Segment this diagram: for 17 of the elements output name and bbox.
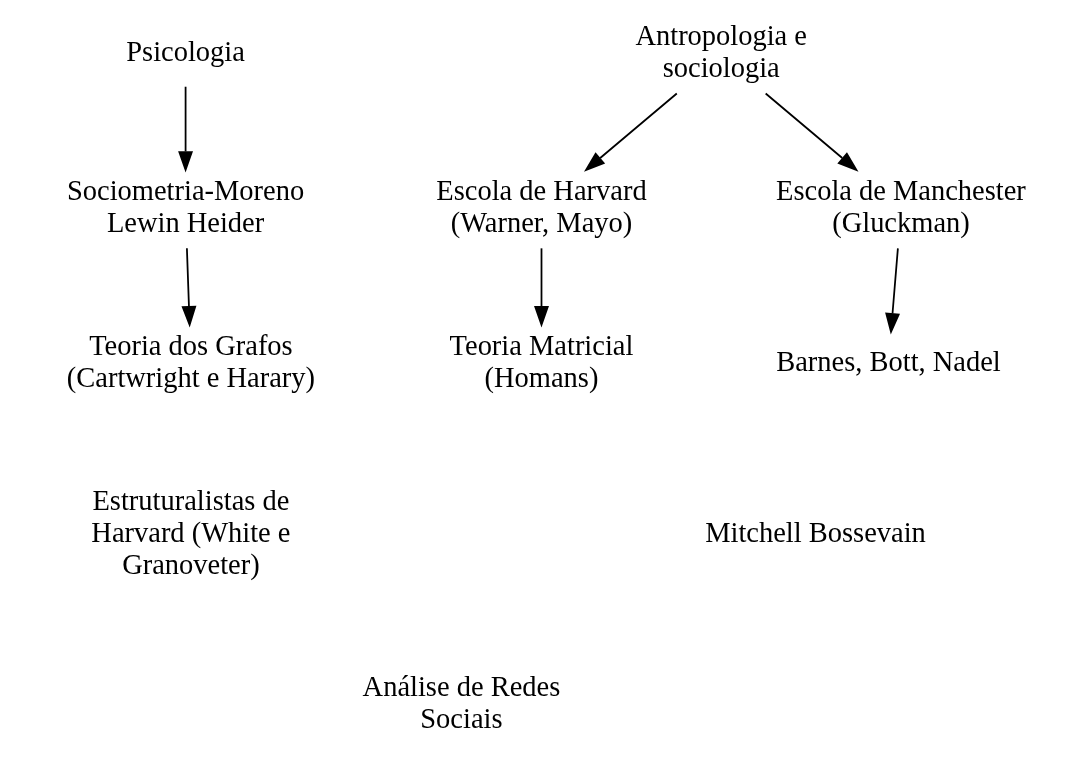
node-text: Escola de Harvard (Warner, Mayo)	[435, 174, 647, 238]
arrow	[177, 85, 193, 173]
node-text: Estruturalistas de Harvard (White e Granoveter)	[90, 484, 291, 580]
node-text: Teoria Matricial (Homans)	[449, 329, 633, 393]
arrow	[533, 247, 549, 328]
arrow	[884, 247, 900, 335]
node-text: Psicologia	[125, 36, 245, 68]
arrow	[180, 247, 196, 328]
node-text: Teoria dos Grafos (Cartwright e Harary)	[66, 329, 315, 393]
node-text: Antropologia e sociologia	[634, 20, 807, 84]
arrow	[764, 92, 858, 172]
node-text: Barnes, Bott, Nadel	[775, 345, 1001, 377]
node-text: Análise de Redes Sociais	[362, 671, 560, 735]
node-text: Escola de Manchester (Gluckman)	[775, 174, 1026, 238]
node-text: Sociometria-Moreno Lewin Heider	[66, 174, 304, 238]
arrow	[583, 92, 678, 172]
node-text: Mitchell Bossevain	[704, 516, 926, 548]
